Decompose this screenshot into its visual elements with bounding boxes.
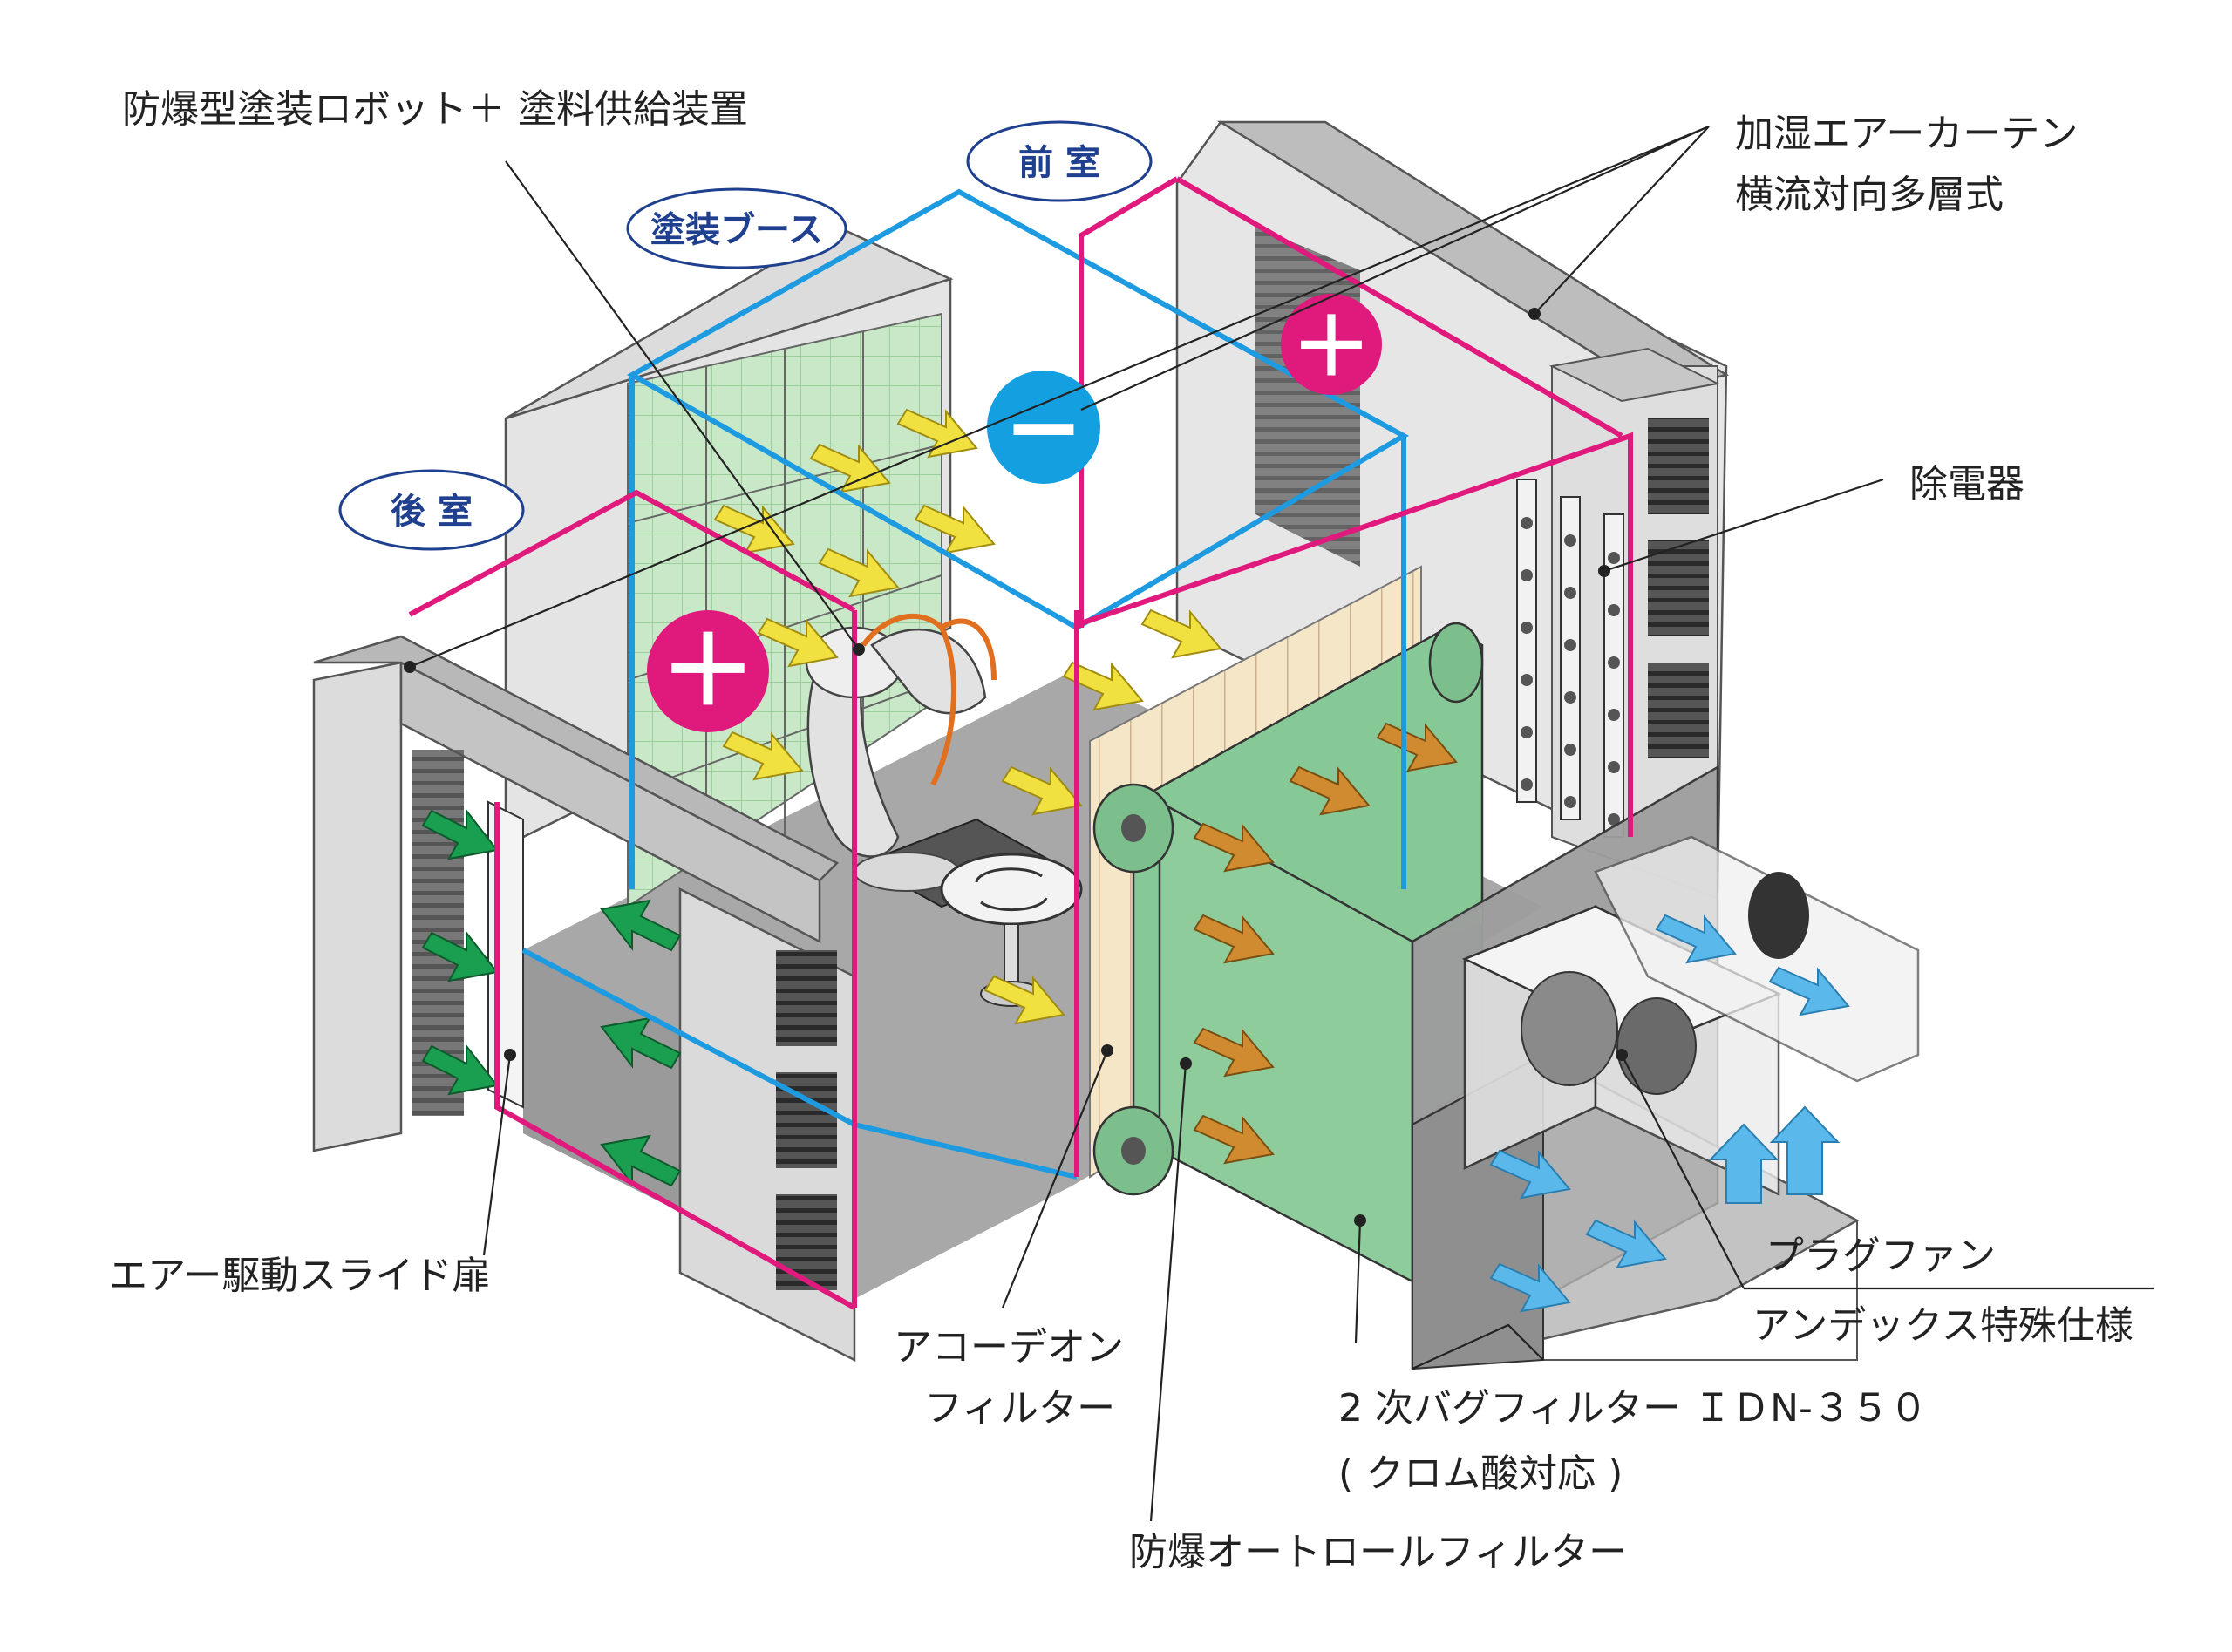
plus-icon — [1281, 294, 1382, 395]
room-frames — [408, 176, 1633, 1310]
plug-fan-label-2: アンデックス特殊仕様 — [1752, 1303, 2133, 1348]
leader-lines — [404, 125, 2154, 1522]
air-curtain-arrows — [421, 808, 682, 1187]
bag-filter-label-2: ( クロム酸対応 ) — [1338, 1451, 1623, 1496]
zone-label-rear-room: 後 室 — [338, 469, 525, 551]
booth-label: 塗装ブース — [650, 210, 823, 250]
arrow-icon — [421, 930, 499, 982]
arrow-icon — [600, 1016, 682, 1070]
robot-label: 防爆型塗装ロボット＋ 塗料供給装置 — [122, 87, 748, 132]
slide-door-label: エアー駆動スライド扉 — [109, 1254, 490, 1298]
left-pillar — [312, 635, 856, 1363]
arrow-icon — [421, 808, 499, 860]
positive-pressure-rear: ＋ — [647, 610, 769, 732]
negative-sign: − — [1004, 371, 1084, 482]
front-room-label: 前 室 — [1018, 143, 1100, 183]
arrow-icon — [421, 1044, 499, 1096]
plug-fan-label-1: プラグファン — [1766, 1234, 1996, 1278]
zone-label-front-room: 前 室 — [966, 120, 1153, 202]
annotations: 防爆型塗装ロボット＋ 塗料供給装置 加湿エアーカーテン 横流対向多層式 除電器 … — [109, 87, 2133, 1574]
booth-airflow-arrows — [713, 408, 1222, 1025]
accordion-label-1: アコーデオン — [894, 1325, 1124, 1370]
rear-wall — [504, 225, 954, 908]
positive-sign-rear: ＋ — [660, 615, 756, 727]
plus-icon — [647, 610, 769, 732]
negative-pressure: − — [987, 371, 1100, 484]
rear-room-label: 後 室 — [391, 492, 473, 532]
plug-fan-unit — [1461, 835, 1920, 1196]
accordion-label-2: フィルター — [924, 1386, 1115, 1431]
arrow-icon — [600, 899, 682, 952]
air-curtain-label-2: 横流対向多層式 — [1735, 173, 2004, 217]
exhaust-arrows — [1489, 914, 1850, 1313]
filter-airflow-arrows — [1193, 722, 1458, 1165]
static-discharger — [1516, 479, 1624, 838]
zone-label-booth: 塗装ブース — [626, 187, 847, 269]
air-curtain-label-1: 加湿エアーカーテン — [1735, 112, 2078, 156]
rotate-icon — [975, 867, 1048, 912]
arrow-icon — [600, 1134, 682, 1187]
autoroll-label: 防爆オートロールフィルター — [1129, 1530, 1627, 1574]
positive-sign-front: ＋ — [1291, 301, 1371, 394]
discharger-label: 除電器 — [1909, 462, 2024, 506]
minus-icon — [987, 371, 1100, 484]
bag-filter-label-1: 2 次バグフィルター ＩＤN-３５０ — [1338, 1386, 1928, 1431]
positive-pressure-front: ＋ — [1281, 294, 1382, 395]
